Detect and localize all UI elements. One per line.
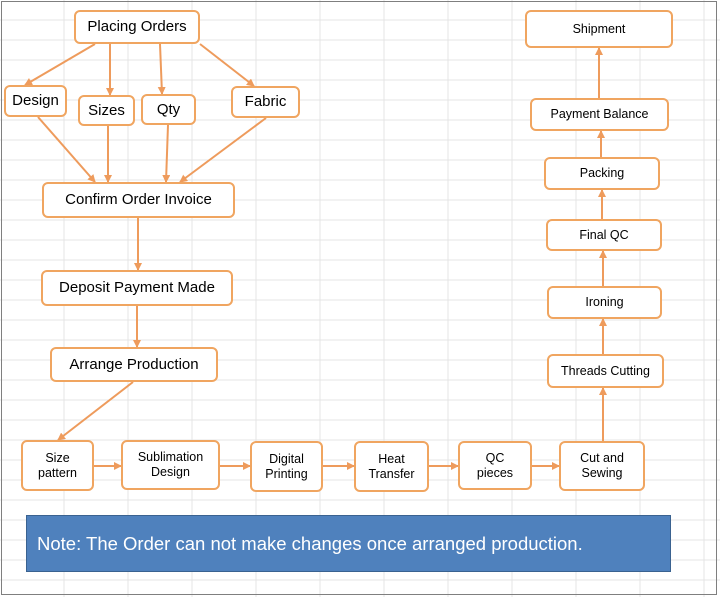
node-threads-cutting: Threads Cutting [547,354,664,388]
arrow-arrange-to-size-pattern [57,381,134,441]
node-qc-pieces: QC pieces [458,441,532,490]
node-payment-balance: Payment Balance [530,98,669,131]
node-placing-orders: Placing Orders [74,10,200,44]
node-final-qc: Final QC [546,219,662,251]
node-digital-printing: Digital Printing [250,441,323,492]
node-qty: Qty [141,94,196,125]
node-cut-and-sewing: Cut and Sewing [559,441,645,491]
production-note: Note: The Order can not make changes onc… [26,515,671,572]
arrow-placing-to-qty [157,43,166,95]
arrow-placing-to-design [24,43,96,86]
node-ironing: Ironing [547,286,662,319]
node-packing: Packing [544,157,660,190]
node-shipment: Shipment [525,10,673,48]
node-heat-transfer: Heat Transfer [354,441,429,492]
node-sizes: Sizes [78,95,135,126]
node-fabric: Fabric [231,86,300,118]
node-arrange-production: Arrange Production [50,347,218,382]
arrow-design-to-confirm [37,116,96,183]
arrow-placing-to-fabric [199,43,255,87]
node-design: Design [4,85,67,117]
arrow-fabric-to-confirm [179,117,267,183]
node-confirm-order-invoice: Confirm Order Invoice [42,182,235,218]
node-size-pattern: Size pattern [21,440,94,491]
node-deposit-payment-made: Deposit Payment Made [41,270,233,306]
node-sublimation-design: Sublimation Design [121,440,220,490]
arrow-qty-to-confirm [162,124,171,183]
